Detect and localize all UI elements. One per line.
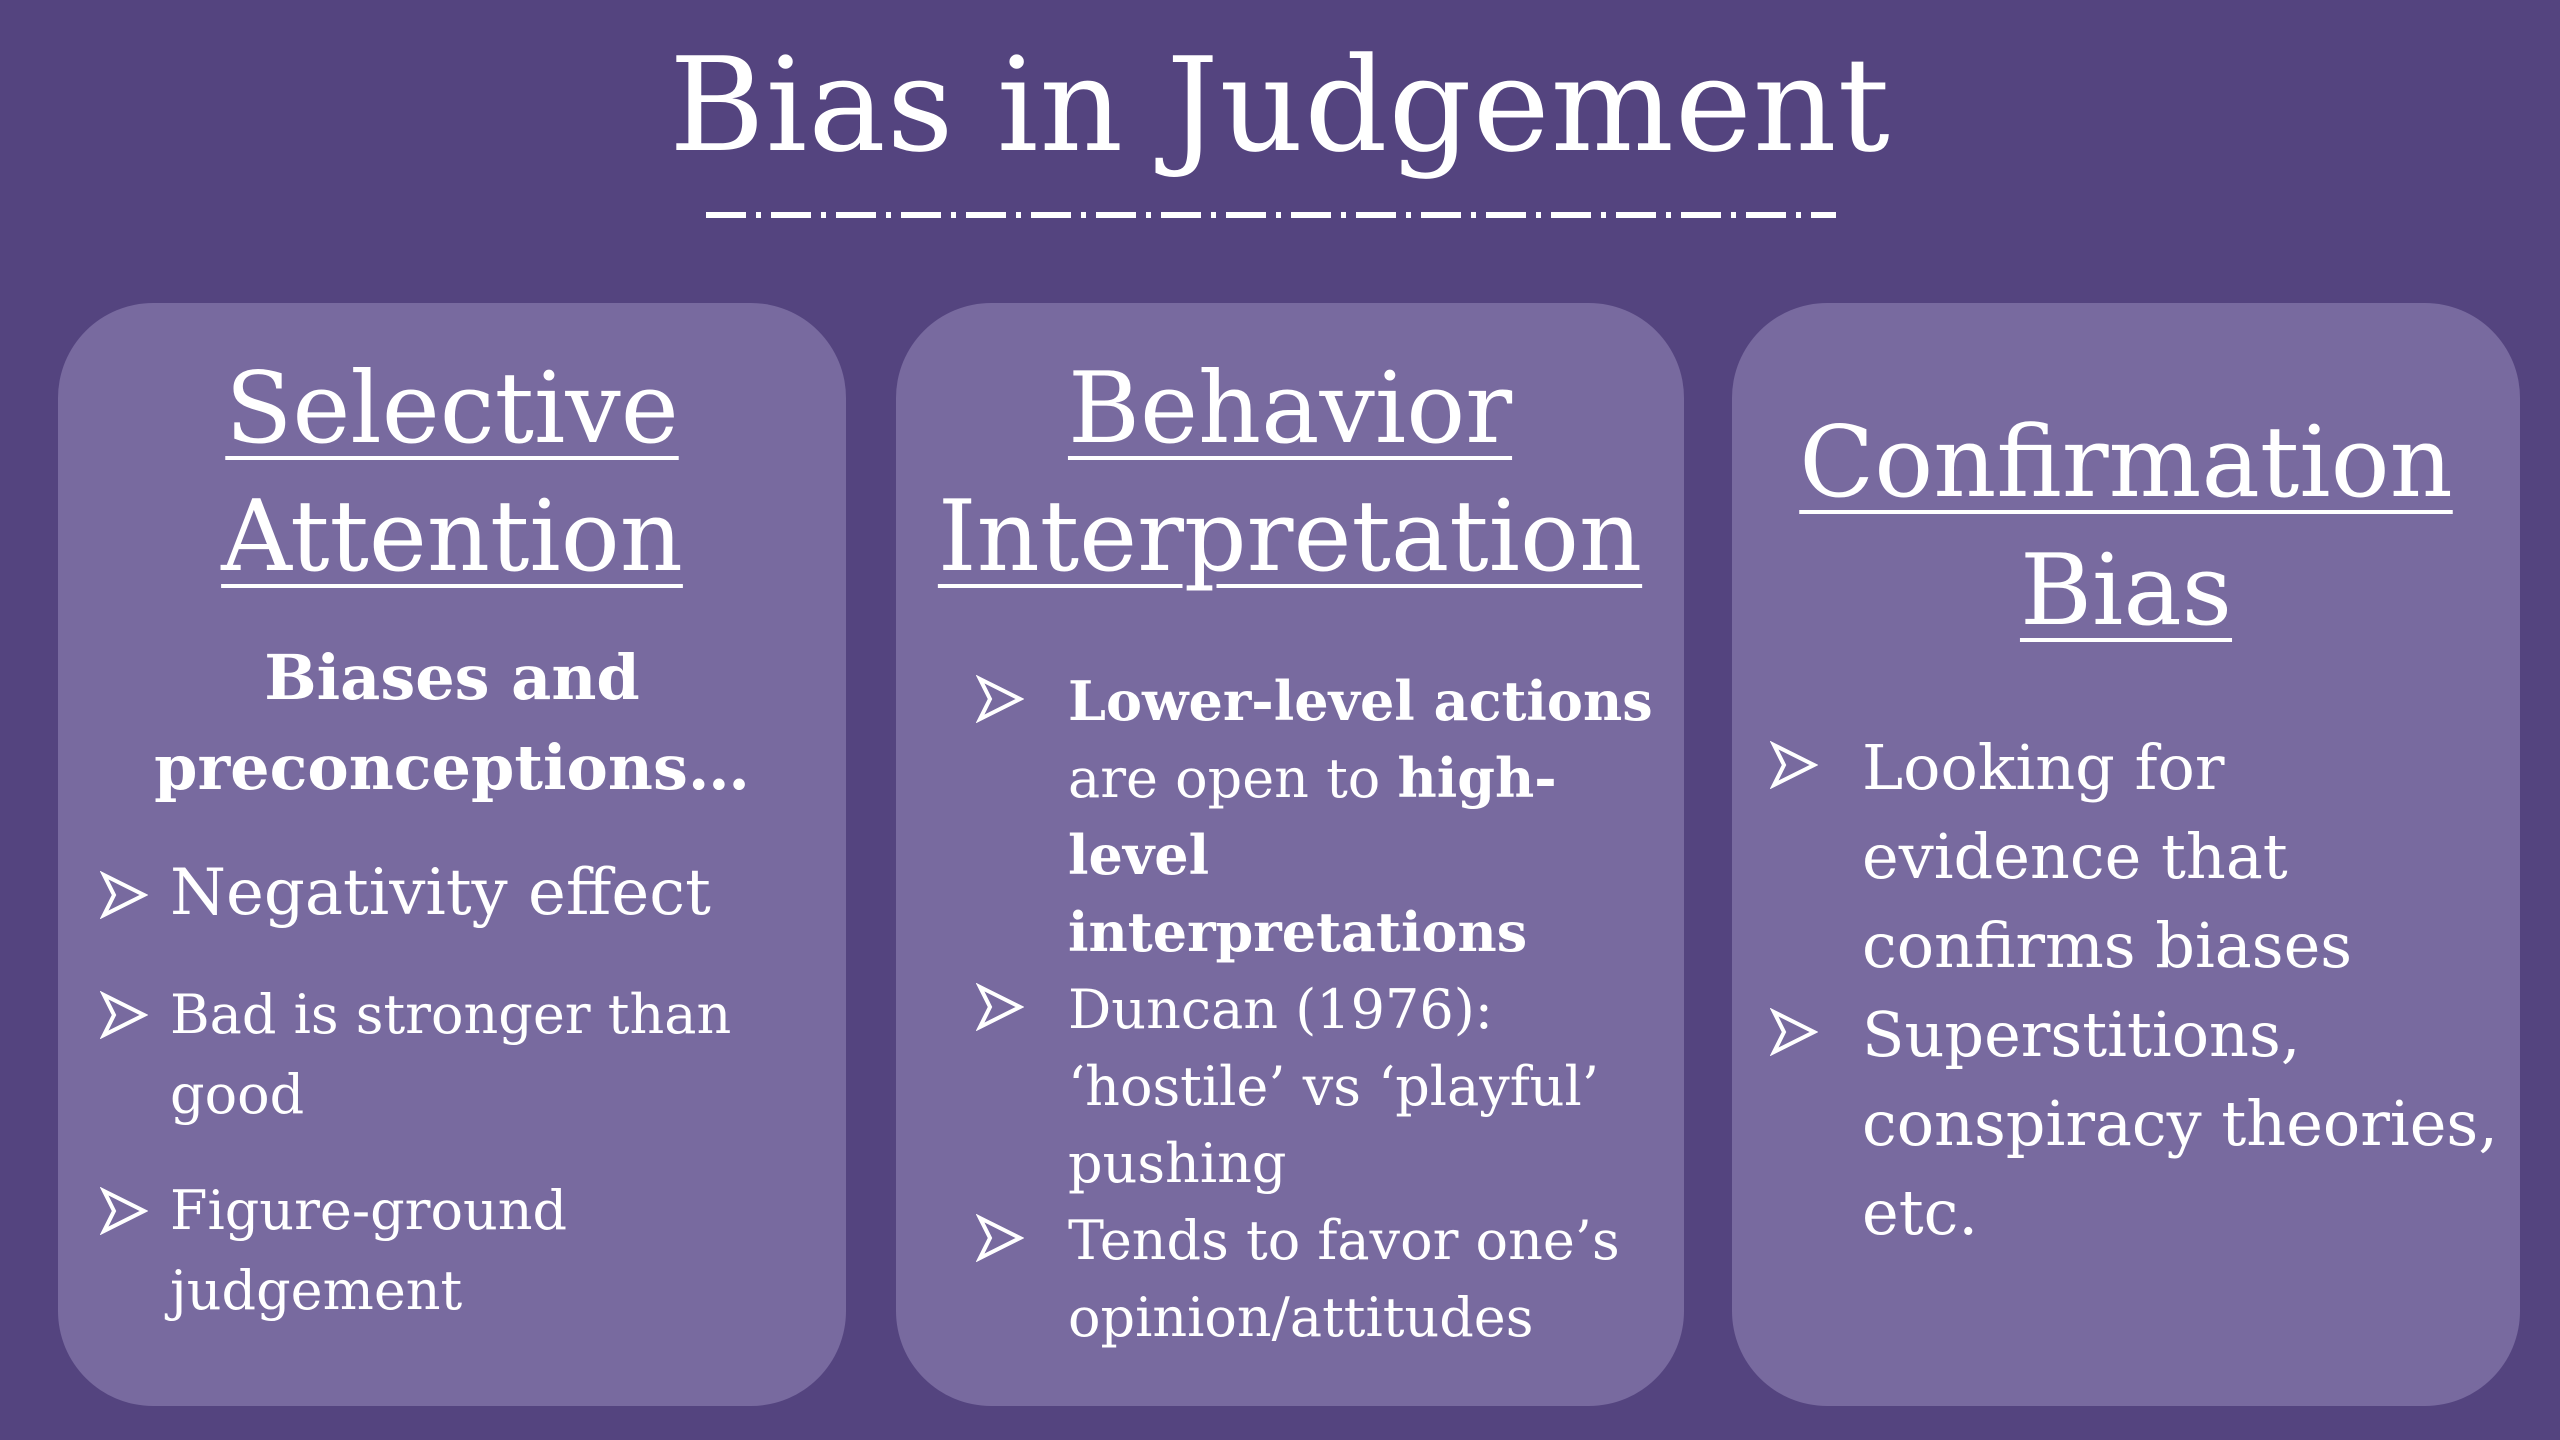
card-heading-line: Behavior	[1067, 352, 1513, 466]
list-item: Figure-ground judgement	[100, 1171, 840, 1331]
arrowhead-bullet-icon	[976, 1214, 1024, 1262]
list-item: Duncan (1976): ‘hostile’ vs ‘playful’ pu…	[976, 971, 1676, 1202]
lead-line: Biases and	[264, 641, 640, 714]
arrowhead-bullet-icon	[1770, 741, 1818, 789]
bullet-text: Superstitions, conspiracy theories, etc.	[1862, 998, 2498, 1249]
bullet-list: Looking for evidence that confirms biase…	[1770, 723, 2510, 1257]
list-item: Looking for evidence that confirms biase…	[1770, 723, 2510, 990]
bullet-text: Duncan (1976): ‘hostile’ vs ‘playful’ pu…	[1068, 978, 1599, 1195]
card-heading-line: Confirmation	[1799, 406, 2453, 520]
bullet-text: Tends to favor one’s opinion/attitudes	[1068, 1209, 1620, 1349]
card-behavior-interpretation: Behavior Interpretation Lower-level acti…	[896, 303, 1684, 1406]
arrowhead-bullet-icon	[976, 675, 1024, 723]
bullet-text: Negativity effect	[170, 856, 711, 930]
card-heading: Confirmation Bias	[1732, 399, 2520, 655]
arrowhead-bullet-icon	[976, 983, 1024, 1031]
list-item: Negativity effect	[100, 853, 840, 933]
bullet-text: are open to	[1068, 747, 1398, 810]
card-heading: Selective Attention	[58, 345, 846, 601]
bullet-text: Bad is stronger than good	[170, 983, 732, 1126]
bullet-bold-text: Lower-level actions	[1068, 669, 1653, 733]
arrowhead-bullet-icon	[1770, 1008, 1818, 1056]
bullet-text: Looking for evidence that confirms biase…	[1862, 731, 2353, 982]
card-heading-line: Selective	[225, 352, 679, 466]
list-item: Bad is stronger than good	[100, 975, 840, 1135]
arrowhead-bullet-icon	[100, 871, 148, 919]
bullet-list: Negativity effect Bad is stronger than g…	[100, 853, 840, 1367]
card-heading-line: Attention	[221, 480, 683, 594]
card-heading: Behavior Interpretation	[896, 345, 1684, 601]
arrowhead-bullet-icon	[100, 991, 148, 1039]
title-divider	[706, 212, 1836, 218]
list-item: Lower-level actions are open to high-lev…	[976, 663, 1676, 971]
bullet-bold-text: high-level interpretations	[1068, 746, 1557, 964]
card-confirmation-bias: Confirmation Bias Looking for evidence t…	[1732, 303, 2520, 1406]
list-item: Tends to favor one’s opinion/attitudes	[976, 1202, 1676, 1356]
card-lead: Biases and preconceptions…	[58, 633, 846, 813]
bullet-text: Figure-ground judgement	[170, 1179, 568, 1322]
slide-title: Bias in Judgement	[669, 29, 1891, 181]
card-selective-attention: Selective Attention Biases and preconcep…	[58, 303, 846, 1406]
bullet-list: Lower-level actions are open to high-lev…	[976, 663, 1676, 1356]
card-heading-line: Bias	[2019, 534, 2233, 648]
card-heading-line: Interpretation	[937, 480, 1643, 594]
lead-line: preconceptions…	[154, 731, 750, 804]
list-item: Superstitions, conspiracy theories, etc.	[1770, 990, 2510, 1257]
arrowhead-bullet-icon	[100, 1187, 148, 1235]
